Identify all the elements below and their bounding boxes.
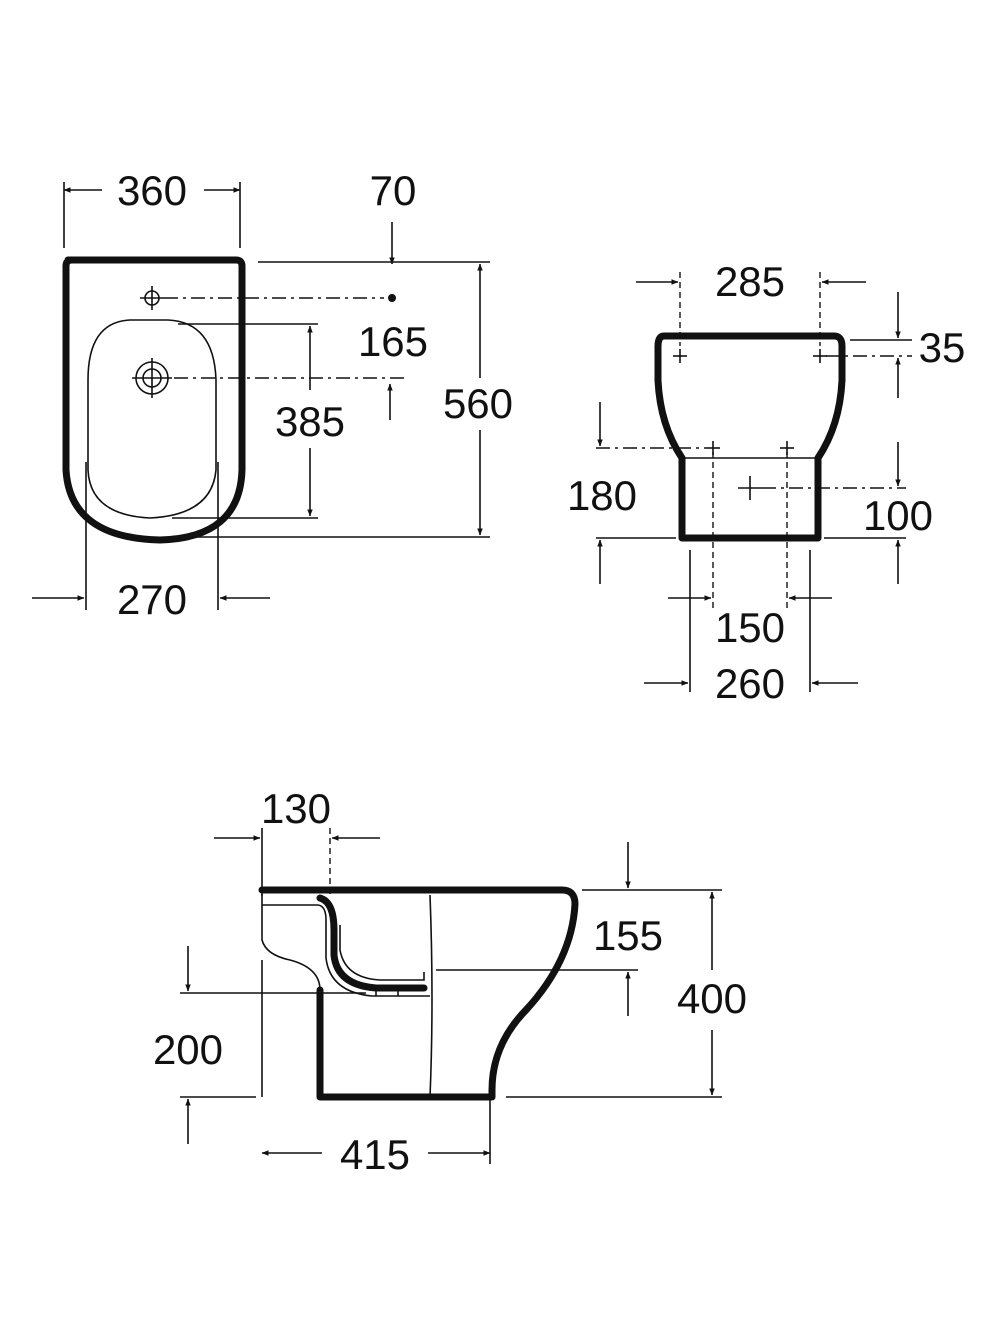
rear-view: 285 35 180 100 150 260 (567, 258, 965, 707)
bidet-side-outline (258, 886, 579, 1101)
tap-to-waste-label: 165 (358, 318, 428, 365)
tap-hole-icon (140, 286, 164, 310)
offset-point (388, 294, 396, 302)
top-offset-label: 70 (370, 167, 417, 214)
bidet-rear-outline (654, 332, 846, 542)
bowl-section (316, 894, 428, 992)
side-view: 130 155 400 200 415 (153, 785, 747, 1178)
side-height-label: 400 (677, 975, 747, 1022)
fixing-spacing-label: 150 (715, 604, 785, 651)
outlet-height-label: 200 (153, 1026, 223, 1073)
top-view: 360 70 165 385 560 270 (32, 167, 513, 623)
rear-base-width-label: 260 (715, 660, 785, 707)
waste-hole-icon (132, 358, 172, 398)
waste-from-front-label: 385 (275, 398, 345, 445)
waste-height-label: 100 (863, 492, 933, 539)
rear-top-width-label: 285 (715, 258, 785, 305)
rear-offset-label: 130 (261, 785, 331, 832)
rear-top-inset-label: 35 (919, 324, 966, 371)
rim-depth-label: 155 (593, 912, 663, 959)
bidet-top-outline (62, 256, 246, 544)
side-depth-label: 415 (340, 1131, 410, 1178)
bowl-width-label: 270 (117, 576, 187, 623)
top-width-label: 360 (117, 167, 187, 214)
fixing-point-icon (673, 349, 827, 500)
bowl-outline (87, 319, 217, 519)
fixing-height-label: 180 (567, 472, 637, 519)
top-length-label: 560 (443, 380, 513, 427)
